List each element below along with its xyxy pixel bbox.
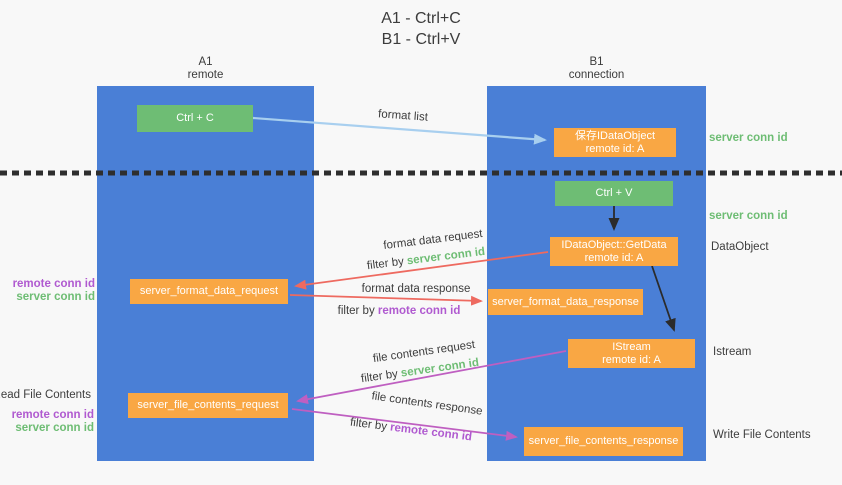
filter-prefix: filter by (360, 368, 399, 386)
annotation-remote-conn-id-file: remote conn id (11, 409, 94, 421)
box-server-file-contents-response-label: server_file_contents_response (528, 435, 679, 447)
filter-value-remote-conn-id: remote conn id (377, 305, 461, 317)
lane-a1-role: remote (187, 69, 224, 81)
box-ctrl-v-label: Ctrl + V (595, 187, 633, 199)
annotation-server-conn-id-format: server conn id (16, 291, 95, 303)
box-server-format-data-request-label: server_format_data_request (139, 285, 279, 297)
filter-value-remote-conn-id: remote conn id (389, 421, 473, 444)
title-line-b1: B1 - Ctrl+V (381, 31, 461, 48)
filter-prefix: filter by (366, 255, 405, 273)
annotation-read-file-contents: Read File Contents (0, 389, 91, 401)
annotation-server-conn-id-file: server conn id (15, 422, 94, 434)
filter-prefix: filter by (337, 305, 375, 317)
annotation-remote-conn-id-format: remote conn id (12, 278, 95, 290)
box-getdata-line1: IDataObject::GetData (561, 238, 667, 251)
box-istream-line1: IStream (612, 340, 651, 353)
lane-header-b1: B1 connection (487, 56, 706, 82)
box-server-format-data-request: server_format_data_request (130, 279, 288, 304)
box-istream: IStream remote id: A (568, 339, 695, 368)
box-save-idataobject-line1: 保存IDataObject (574, 129, 656, 142)
box-server-format-data-response-label: server_format_data_response (492, 295, 639, 308)
lane-b1-role: connection (568, 69, 625, 81)
label-format-list: format list (377, 108, 429, 124)
box-ctrl-v: Ctrl + V (555, 181, 673, 206)
label-file-response-filter: filter by remote conn id (349, 417, 472, 444)
box-server-file-contents-response: server_file_contents_response (524, 427, 683, 456)
box-istream-line2: remote id: A (602, 353, 661, 366)
annotation-istream: Istream (713, 346, 752, 358)
annotation-server-conn-id-top: server conn id (709, 132, 788, 144)
label-format-response-filter: filter by remote conn id (338, 305, 461, 317)
box-server-file-contents-request-label: server_file_contents_request (137, 399, 279, 411)
lane-a1-id: A1 (198, 56, 213, 68)
label-format-data-response: format data response (361, 283, 471, 295)
box-getdata-line2: remote id: A (584, 251, 644, 264)
lane-header-a1: A1 remote (97, 56, 314, 82)
filter-value-server-conn-id: server conn id (400, 356, 480, 380)
diagram-title: A1 - Ctrl+C B1 - Ctrl+V (0, 8, 842, 50)
annotation-write-file-contents: Write File Contents (713, 429, 811, 441)
annotation-server-conn-id-mid: server conn id (709, 210, 788, 222)
title-line-a1: A1 - Ctrl+C (381, 10, 461, 27)
annotation-dataobject: DataObject (711, 241, 769, 253)
box-save-idataobject: 保存IDataObject remote id: A (554, 128, 676, 157)
box-server-format-data-response: server_format_data_response (488, 289, 643, 315)
box-ctrl-c: Ctrl + C (137, 105, 253, 132)
label-file-contents-response: file contents response (370, 390, 484, 418)
box-server-file-contents-request: server_file_contents_request (128, 393, 288, 418)
box-ctrl-c-label: Ctrl + C (176, 112, 214, 124)
arrow-format-data-response (289, 294, 483, 306)
filter-value-server-conn-id: server conn id (406, 245, 486, 268)
box-idataobject-getdata: IDataObject::GetData remote id: A (550, 237, 678, 266)
box-save-idataobject-line2: remote id: A (585, 142, 645, 155)
filter-prefix: filter by (349, 416, 388, 433)
lane-b1-id: B1 (589, 56, 604, 68)
